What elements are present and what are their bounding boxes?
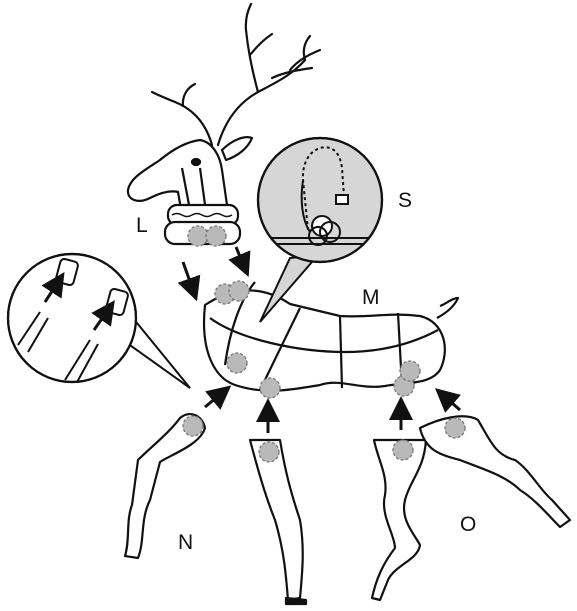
label-N: N (178, 531, 193, 554)
connector-detail-callout (8, 254, 190, 388)
label-S: S (398, 189, 412, 212)
label-M: M (362, 286, 380, 309)
label-O: O (460, 513, 476, 536)
front-legs (125, 414, 306, 604)
reindeer-head (128, 137, 252, 215)
antlers (152, 4, 320, 145)
label-L: L (136, 214, 148, 237)
